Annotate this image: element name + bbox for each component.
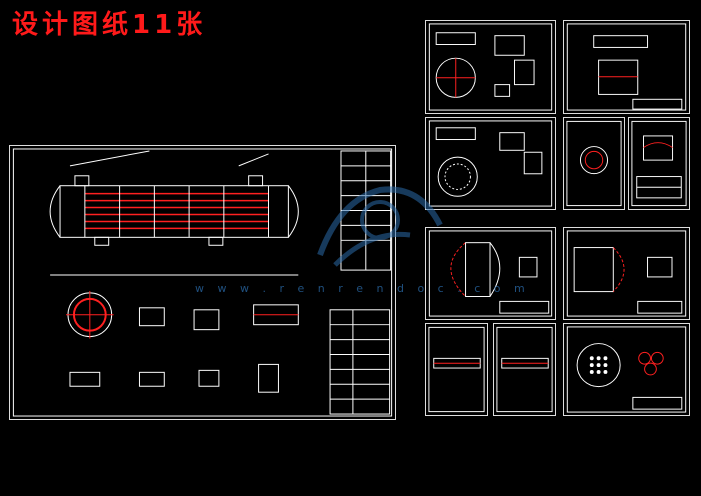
page-title: 设计图纸11张 <box>12 10 207 40</box>
assembly-drawing-graphic <box>12 148 393 417</box>
main-assembly-drawing[interactable] <box>9 145 396 420</box>
head-a-graphic <box>428 230 553 317</box>
head-detail-graphic <box>631 120 687 207</box>
tube-sheet-graphic <box>428 23 553 111</box>
sheet-head-b[interactable] <box>563 227 690 320</box>
baffle-graphic <box>428 120 553 207</box>
watermark-logo-icon <box>317 186 443 267</box>
sheet-shell-b[interactable] <box>493 323 556 416</box>
baffle-plate-graphic <box>566 326 687 413</box>
sheet-flange[interactable] <box>563 20 690 114</box>
sheet-head-detail[interactable] <box>628 117 690 210</box>
shell-a-graphic <box>428 326 485 413</box>
ring-graphic <box>566 120 622 207</box>
shell-b-graphic <box>496 326 553 413</box>
watermark-url: w w w . r e n r e n d o c . c o m <box>195 282 530 295</box>
sheet-baffle[interactable] <box>425 117 556 210</box>
sheet-tube-sheet[interactable] <box>425 20 556 114</box>
sheet-shell-a[interactable] <box>425 323 488 416</box>
sheet-baffle-plate[interactable] <box>563 323 690 416</box>
sheet-ring[interactable] <box>563 117 625 210</box>
flange-graphic <box>566 23 687 111</box>
head-b-graphic <box>566 230 687 317</box>
sheet-head-a[interactable] <box>425 227 556 320</box>
